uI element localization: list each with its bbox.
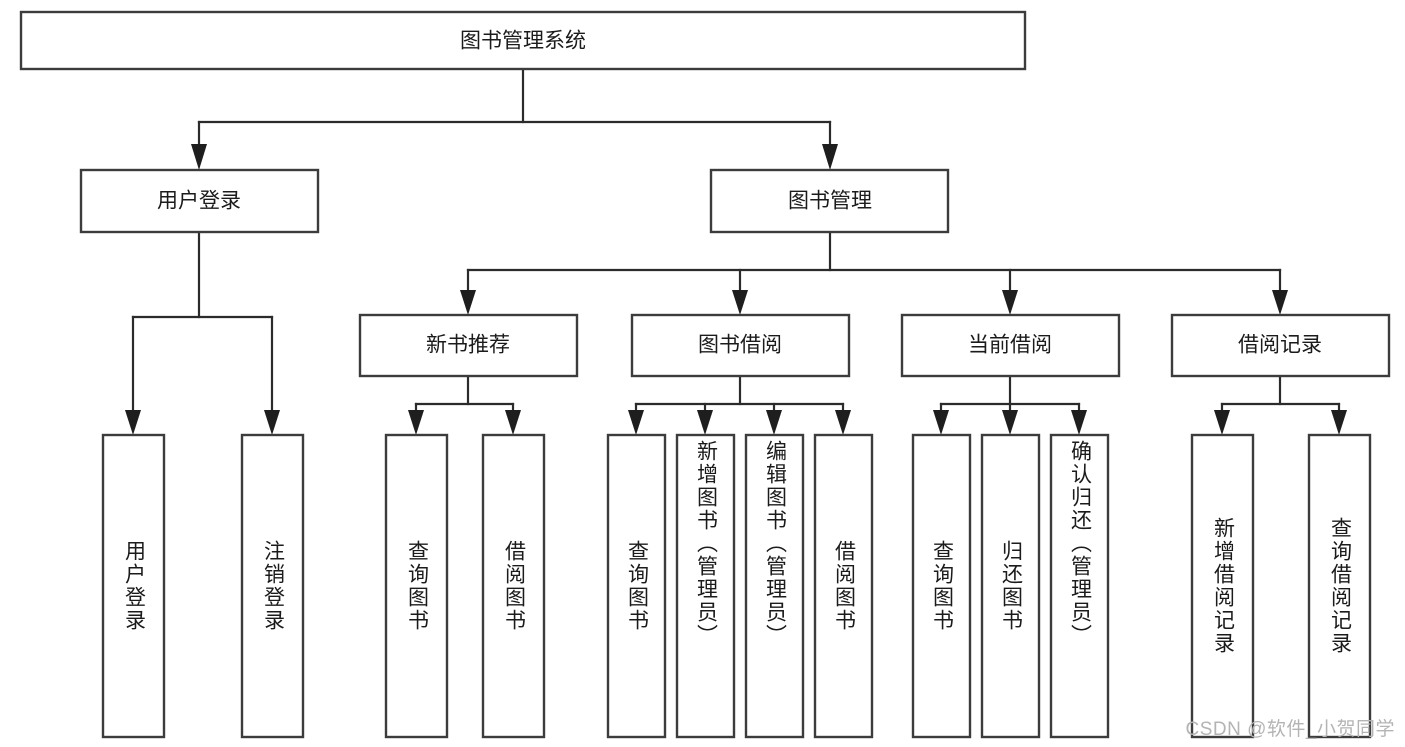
arrow-head-icon — [822, 144, 838, 170]
connector-group-book-borrow — [628, 374, 851, 435]
arrow-head-icon — [732, 290, 748, 315]
leaf-book-borrow-2[interactable] — [744, 433, 805, 739]
node-user-login[interactable] — [79, 168, 320, 234]
leaf-current-borrow-1[interactable] — [980, 433, 1041, 739]
node-current-borrow[interactable] — [900, 313, 1121, 378]
arrow-head-icon — [1214, 410, 1230, 435]
arrow-head-icon — [125, 410, 141, 435]
node-book-borrow-label: 图书借阅 — [698, 334, 782, 357]
leaf-current-borrow-2[interactable] — [1049, 433, 1110, 739]
node-current-borrow-label: 当前借阅 — [968, 334, 1052, 357]
leaf-borrow-record-0[interactable] — [1190, 433, 1255, 739]
node-book-borrow[interactable] — [630, 313, 851, 378]
arrow-head-icon — [766, 410, 782, 435]
leaf-current-borrow-0[interactable] — [911, 433, 972, 739]
leaf-book-borrow-3[interactable] — [813, 433, 874, 739]
arrow-head-icon — [1272, 290, 1288, 315]
arrow-head-icon — [697, 410, 713, 435]
arrow-head-icon — [1002, 290, 1018, 315]
connector-group-borrow-record — [1214, 374, 1347, 435]
arrow-head-icon — [408, 410, 424, 435]
arrow-head-icon — [460, 290, 476, 315]
arrow-head-icon — [835, 410, 851, 435]
arrow-head-icon — [1071, 410, 1087, 435]
arrow-head-icon — [628, 410, 644, 435]
node-borrow-record-label: 借阅记录 — [1238, 334, 1322, 357]
arrow-head-icon — [505, 410, 521, 435]
node-root[interactable] — [19, 10, 1027, 71]
connector-group-new-book — [408, 374, 521, 435]
connector-group-user-login — [125, 230, 280, 435]
arrow-head-icon — [264, 410, 280, 435]
arrow-head-icon — [1331, 410, 1347, 435]
node-book-manage[interactable] — [709, 168, 950, 234]
arrow-head-icon — [191, 144, 207, 170]
leaf-user-login-1[interactable] — [240, 433, 305, 739]
arrow-head-icon — [933, 410, 949, 435]
leaf-book-borrow-0[interactable] — [606, 433, 667, 739]
leaf-new-book-0[interactable] — [384, 433, 449, 739]
connector-group-root — [191, 67, 838, 170]
leaf-borrow-record-1[interactable] — [1307, 433, 1372, 739]
connector-group-book-manage — [460, 230, 1288, 315]
connector-group-current-borrow — [933, 374, 1087, 435]
node-book-manage-label: 图书管理 — [788, 190, 872, 213]
arrow-head-icon — [1002, 410, 1018, 435]
node-borrow-record[interactable] — [1170, 313, 1391, 378]
leaf-user-login-0[interactable] — [101, 433, 166, 739]
node-root-label: 图书管理系统 — [460, 30, 586, 53]
node-new-book-recommend[interactable] — [358, 313, 579, 378]
leaf-new-book-1[interactable] — [481, 433, 546, 739]
leaf-book-borrow-1[interactable] — [675, 433, 736, 739]
node-new-book-recommend-label: 新书推荐 — [426, 334, 510, 357]
watermark-label: CSDN @软件_小贺同学 — [1185, 719, 1395, 740]
node-user-login-label: 用户登录 — [157, 190, 241, 213]
